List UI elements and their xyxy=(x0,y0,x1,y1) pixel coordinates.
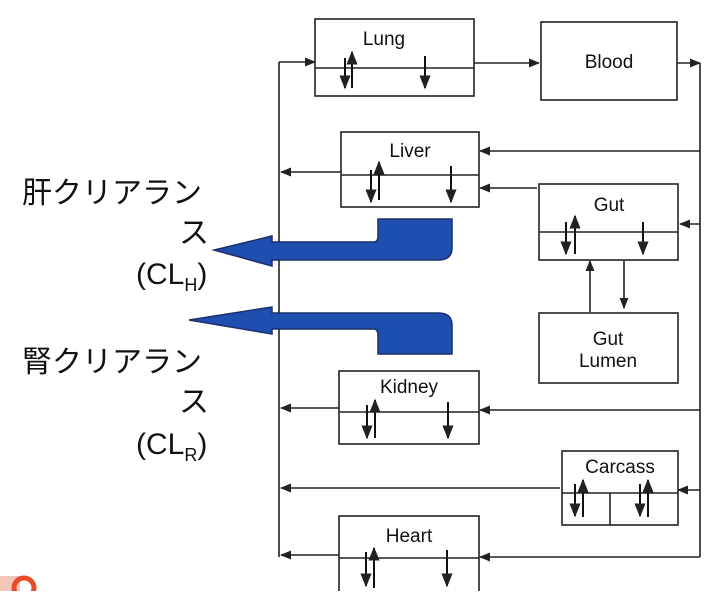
kidney-label: Kidney xyxy=(380,377,439,398)
renal-abbr-sub: R xyxy=(184,445,198,465)
hepatic-abbr-sub: H xyxy=(184,275,198,295)
carcass-box: Carcass xyxy=(561,450,679,526)
hepatic-clearance-label-line2: ス xyxy=(179,216,209,251)
gut-box: Gut xyxy=(538,183,679,261)
heart-label: Heart xyxy=(386,526,433,547)
gut-label: Gut xyxy=(594,195,625,216)
renal-abbr-main: (CL xyxy=(136,428,185,461)
blood-box: Blood xyxy=(540,21,678,101)
gut-lumen-box: Gut Lumen xyxy=(538,312,679,384)
renal-clearance-abbr: (CLR) xyxy=(136,428,208,465)
lung-label: Lung xyxy=(363,29,405,50)
renal-clearance-arrow xyxy=(188,306,453,355)
blood-label: Blood xyxy=(585,52,634,73)
flow-lines xyxy=(278,57,702,562)
renal-abbr-close: ) xyxy=(197,428,208,461)
kidney-box: Kidney xyxy=(338,370,480,445)
hepatic-clearance-abbr: (CLH) xyxy=(136,258,208,295)
lung-box: Lung xyxy=(314,18,475,97)
renal-clearance-label-line1: 腎クリアラン xyxy=(22,345,202,380)
gut-lumen-label-2: Lumen xyxy=(579,351,637,372)
hepatic-abbr-main: (CL xyxy=(136,258,185,291)
hepatic-abbr-close: ) xyxy=(197,258,208,291)
liver-box: Liver xyxy=(340,131,480,208)
liver-label: Liver xyxy=(389,141,431,162)
heart-box: Heart xyxy=(338,515,480,596)
hepatic-clearance-label-line1: 肝クリアラン xyxy=(22,176,202,211)
orange-ring-logo-icon xyxy=(0,566,38,591)
hepatic-clearance-arrow xyxy=(211,218,453,267)
carcass-label: Carcass xyxy=(585,457,655,478)
gut-lumen-label-1: Gut xyxy=(593,329,624,350)
renal-clearance-label-line2: ス xyxy=(179,385,209,420)
